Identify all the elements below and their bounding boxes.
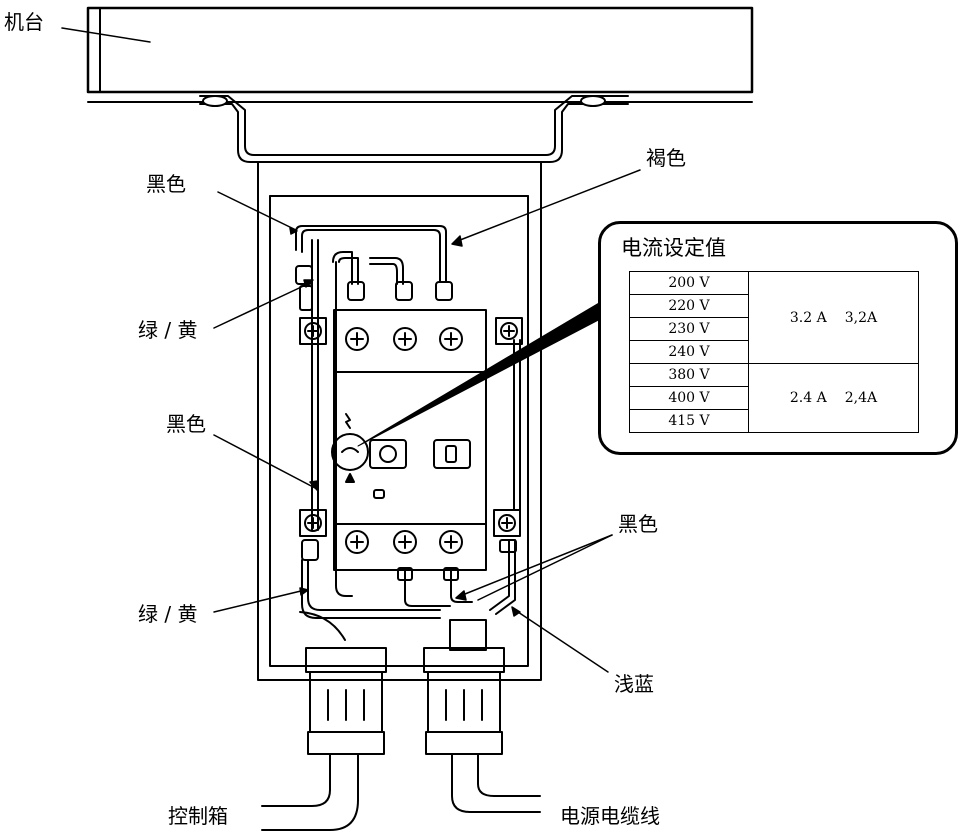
current-value: 3.2 A — [789, 309, 827, 326]
table-row: 415 V — [629, 409, 919, 433]
label-control-box: 控制箱 — [168, 804, 228, 828]
reset-button — [369, 439, 407, 469]
leader-lines — [61, 27, 641, 673]
mounting-bracket — [199, 95, 629, 163]
label-black-middle: 黑色 — [166, 412, 206, 436]
voltage-cell: 200 V — [629, 271, 749, 295]
bottom-terminal-screws — [345, 530, 463, 554]
enclosure-box — [257, 161, 542, 681]
wire-lugs — [295, 265, 517, 581]
table-row: 400 V — [629, 386, 919, 410]
indicator-window — [433, 439, 471, 469]
voltage-cell: 380 V — [629, 363, 749, 387]
cable-gland-right — [423, 619, 541, 813]
contactor-relay — [331, 309, 487, 571]
current-value-alt: 2,4A — [844, 390, 878, 406]
current-cell: 2.4 A 2,4A — [748, 363, 919, 433]
voltage-cell: 230 V — [629, 317, 749, 341]
label-power-cable: 电源电缆线 — [560, 804, 660, 828]
voltage-cell: 220 V — [629, 294, 749, 318]
label-green-yellow-bottom: 绿 / 黄 — [138, 602, 198, 626]
voltage-cell: 415 V — [629, 409, 749, 433]
label-machine-table: 机台 — [4, 10, 44, 34]
current-value: 2.4 A — [789, 390, 827, 406]
table-row: 200 V 3.2 A 3,2A — [629, 271, 919, 364]
current-setting-panel: 电流设定值 200 V 3.2 A 3,2A 220 V 230 V 240 V … — [598, 221, 958, 455]
label-black-top: 黑色 — [146, 172, 186, 196]
cable-gland-left — [261, 611, 387, 831]
current-setting-table: 200 V 3.2 A 3,2A 220 V 230 V 240 V 380 V … — [629, 271, 919, 433]
internal-wires — [295, 225, 521, 619]
label-black-right: 黑色 — [618, 512, 658, 536]
machine-table — [86, 6, 754, 103]
label-green-yellow-top: 绿 / 黄 — [138, 318, 198, 342]
label-brown: 褐色 — [646, 146, 686, 170]
current-cell: 3.2 A 3,2A — [748, 271, 919, 364]
current-adjust-dial — [331, 413, 369, 483]
voltage-cell: 240 V — [629, 340, 749, 364]
table-row: 220 V — [629, 294, 919, 318]
label-light-blue: 浅蓝 — [614, 672, 654, 696]
table-row: 380 V 2.4 A 2,4A — [629, 363, 919, 433]
current-setting-title: 电流设定值 — [621, 236, 726, 260]
top-terminal-screws — [345, 327, 463, 351]
voltage-cell: 400 V — [629, 386, 749, 410]
table-row: 230 V — [629, 317, 919, 341]
current-value-alt: 3,2A — [844, 309, 878, 326]
